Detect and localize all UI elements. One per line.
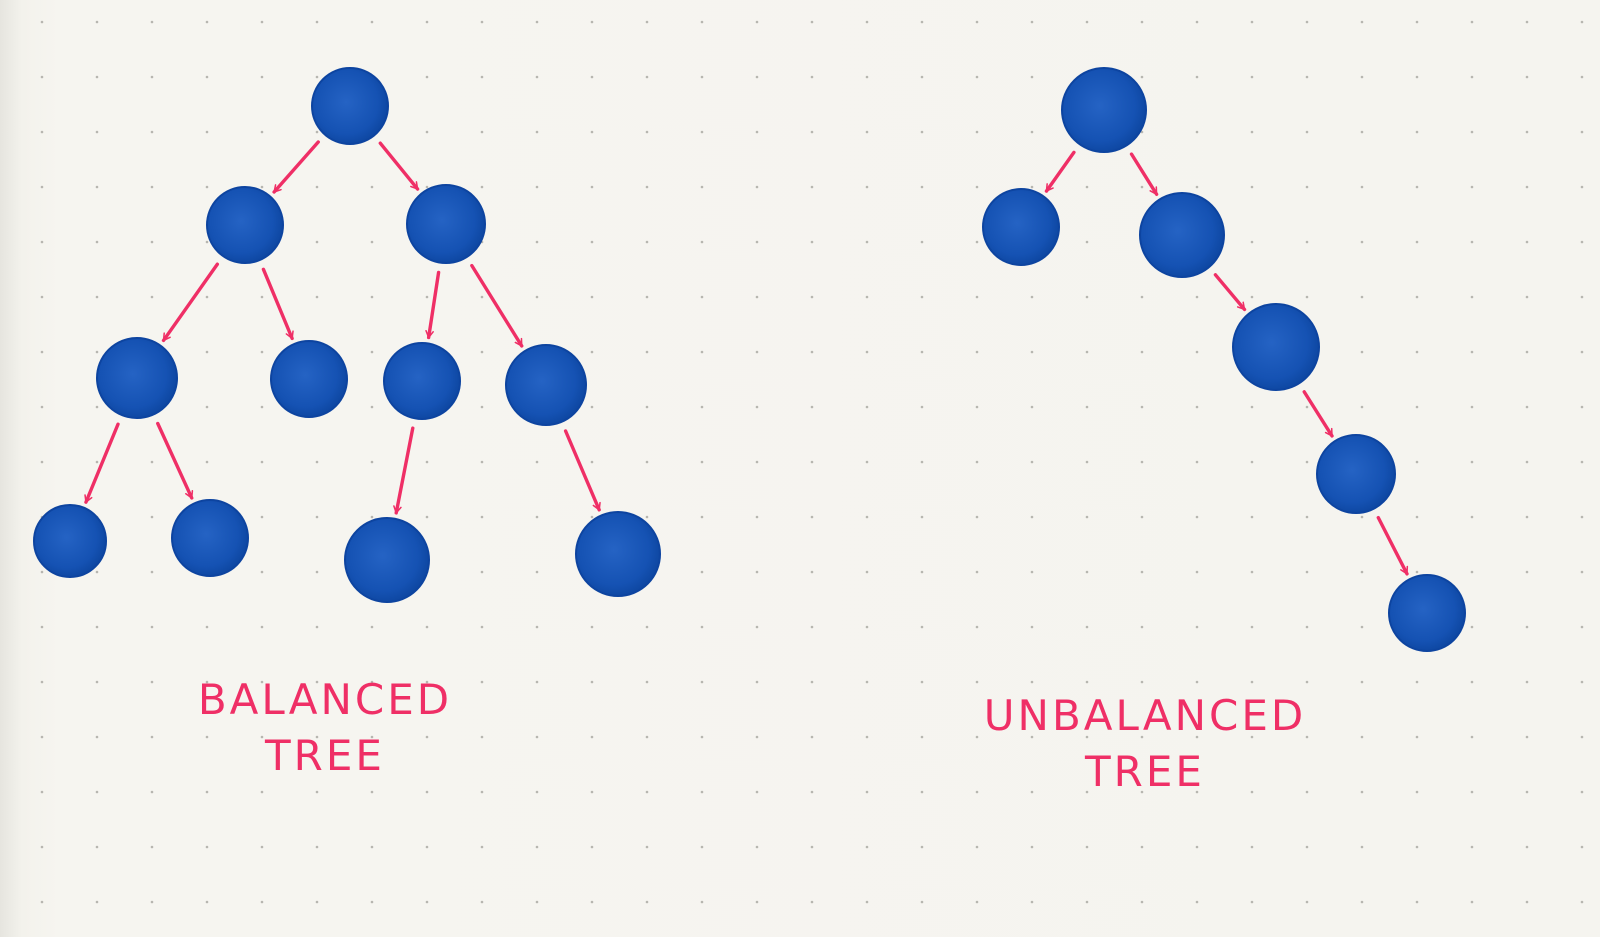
balanced-node bbox=[344, 517, 430, 603]
balanced-edge-arrow bbox=[563, 429, 601, 512]
balanced-edge-arrow bbox=[470, 263, 524, 348]
balanced-edge-arrow bbox=[272, 140, 320, 194]
balanced-edge-arrow bbox=[161, 262, 220, 343]
unbalanced-tree-label: UNBALANCED TREE bbox=[935, 688, 1355, 800]
balanced-node bbox=[505, 344, 587, 426]
balanced-edge-arrow bbox=[425, 270, 441, 340]
unbalanced-node bbox=[1316, 434, 1396, 514]
balanced-edge-arrow bbox=[378, 141, 420, 191]
balanced-tree-label: BALANCED TREE bbox=[170, 672, 480, 784]
unbalanced-node bbox=[982, 188, 1060, 266]
unbalanced-edge-arrow bbox=[1213, 273, 1247, 312]
unbalanced-label-line1: UNBALANCED bbox=[983, 691, 1307, 740]
balanced-node bbox=[206, 186, 284, 264]
balanced-node bbox=[383, 342, 461, 420]
balanced-node bbox=[96, 337, 178, 419]
balanced-tree bbox=[33, 67, 661, 603]
unbalanced-tree bbox=[982, 67, 1466, 652]
balanced-node bbox=[33, 504, 107, 578]
balanced-node bbox=[406, 184, 486, 264]
balanced-edge-arrow bbox=[393, 426, 415, 515]
balanced-label-line1: BALANCED bbox=[197, 675, 453, 724]
balanced-edge-arrow bbox=[84, 422, 120, 504]
balanced-edge-arrow bbox=[261, 267, 294, 341]
balanced-node bbox=[311, 67, 389, 145]
unbalanced-edge-arrow bbox=[1376, 515, 1409, 576]
unbalanced-edge-arrow bbox=[1302, 390, 1334, 438]
unbalanced-label-line2: TREE bbox=[1085, 747, 1205, 796]
unbalanced-node bbox=[1139, 192, 1225, 278]
balanced-node bbox=[575, 511, 661, 597]
balanced-edge-arrow bbox=[156, 421, 194, 500]
unbalanced-node bbox=[1061, 67, 1147, 153]
balanced-label-line2: TREE bbox=[265, 731, 385, 780]
unbalanced-edge-arrow bbox=[1129, 152, 1159, 196]
balanced-node bbox=[171, 499, 249, 577]
unbalanced-edge-arrow bbox=[1044, 150, 1076, 193]
balanced-node bbox=[270, 340, 348, 418]
unbalanced-node bbox=[1232, 303, 1320, 391]
unbalanced-node bbox=[1388, 574, 1466, 652]
